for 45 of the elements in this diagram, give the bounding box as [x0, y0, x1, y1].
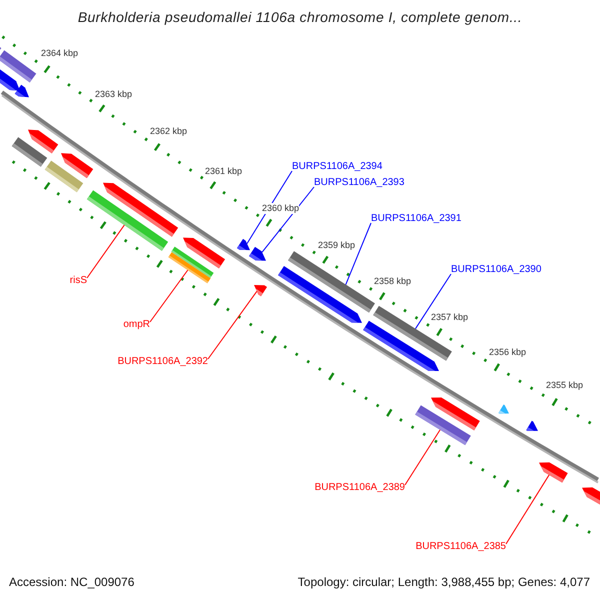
- pointed-gene-block: [254, 285, 268, 296]
- pointed-gene-block: [431, 398, 480, 430]
- accession-text: Accession: NC_009076: [9, 575, 134, 589]
- gene-label: BURPS1106A_2389: [314, 482, 405, 494]
- pointed-gene-block: [248, 246, 266, 261]
- gene-label: BURPS1106A_2391: [371, 213, 462, 225]
- gene-label: BURPS1106A_2390: [451, 264, 542, 276]
- leader-line: [415, 274, 452, 330]
- leader-line: [246, 170, 292, 244]
- pointed-gene-block: [103, 182, 178, 237]
- gene-label: BURPS1106A_2394: [292, 161, 382, 173]
- pointed-gene-block: [14, 84, 29, 98]
- pointed-gene-block: [526, 420, 538, 432]
- scale-label: 2357 kbp: [431, 312, 468, 322]
- leader-line: [208, 290, 258, 360]
- scale-label: 2358 kbp: [374, 276, 412, 286]
- gene-label: BURPS1106A_2392: [118, 356, 208, 368]
- pointed-gene-block: [539, 462, 568, 483]
- scale-label: 2363 kbp: [95, 88, 132, 100]
- gene-label: risS: [70, 275, 87, 287]
- leader-line: [506, 474, 550, 544]
- gene-block: [0, 50, 36, 82]
- scale-label: 2361 kbp: [205, 166, 242, 176]
- map-title: Burkholderia pseudomallei 1106a chromosome I, complete genom...: [78, 9, 522, 26]
- leader-line: [345, 222, 372, 286]
- gene-label: BURPS1106A_2393: [314, 177, 404, 189]
- pointed-gene-block: [498, 404, 509, 414]
- scale-label: 2360 kbp: [262, 202, 300, 214]
- leader-line: [86, 224, 125, 278]
- leader-line: [262, 186, 314, 253]
- scale-label: 2364 kbp: [41, 48, 78, 58]
- pointed-gene-block: [28, 130, 58, 154]
- scale-label: 2355 kbp: [546, 380, 584, 390]
- scale-label: 2359 kbp: [318, 240, 356, 250]
- pointed-gene-block: [236, 238, 250, 250]
- scale-label: 2362 kbp: [150, 126, 188, 136]
- genome-info-text: Topology: circular; Length: 3,988,455 bp; Genes: 4,077: [298, 575, 590, 589]
- scale-label: 2356 kbp: [489, 346, 526, 358]
- pointed-gene-block: [183, 238, 226, 268]
- leader-line: [404, 429, 441, 486]
- pointed-gene-block: [582, 487, 600, 504]
- pointed-gene-block: [61, 153, 94, 178]
- gene-label: ompR: [123, 319, 150, 331]
- gene-label: BURPS1106A_2385: [416, 541, 506, 553]
- gene-block: [288, 251, 375, 313]
